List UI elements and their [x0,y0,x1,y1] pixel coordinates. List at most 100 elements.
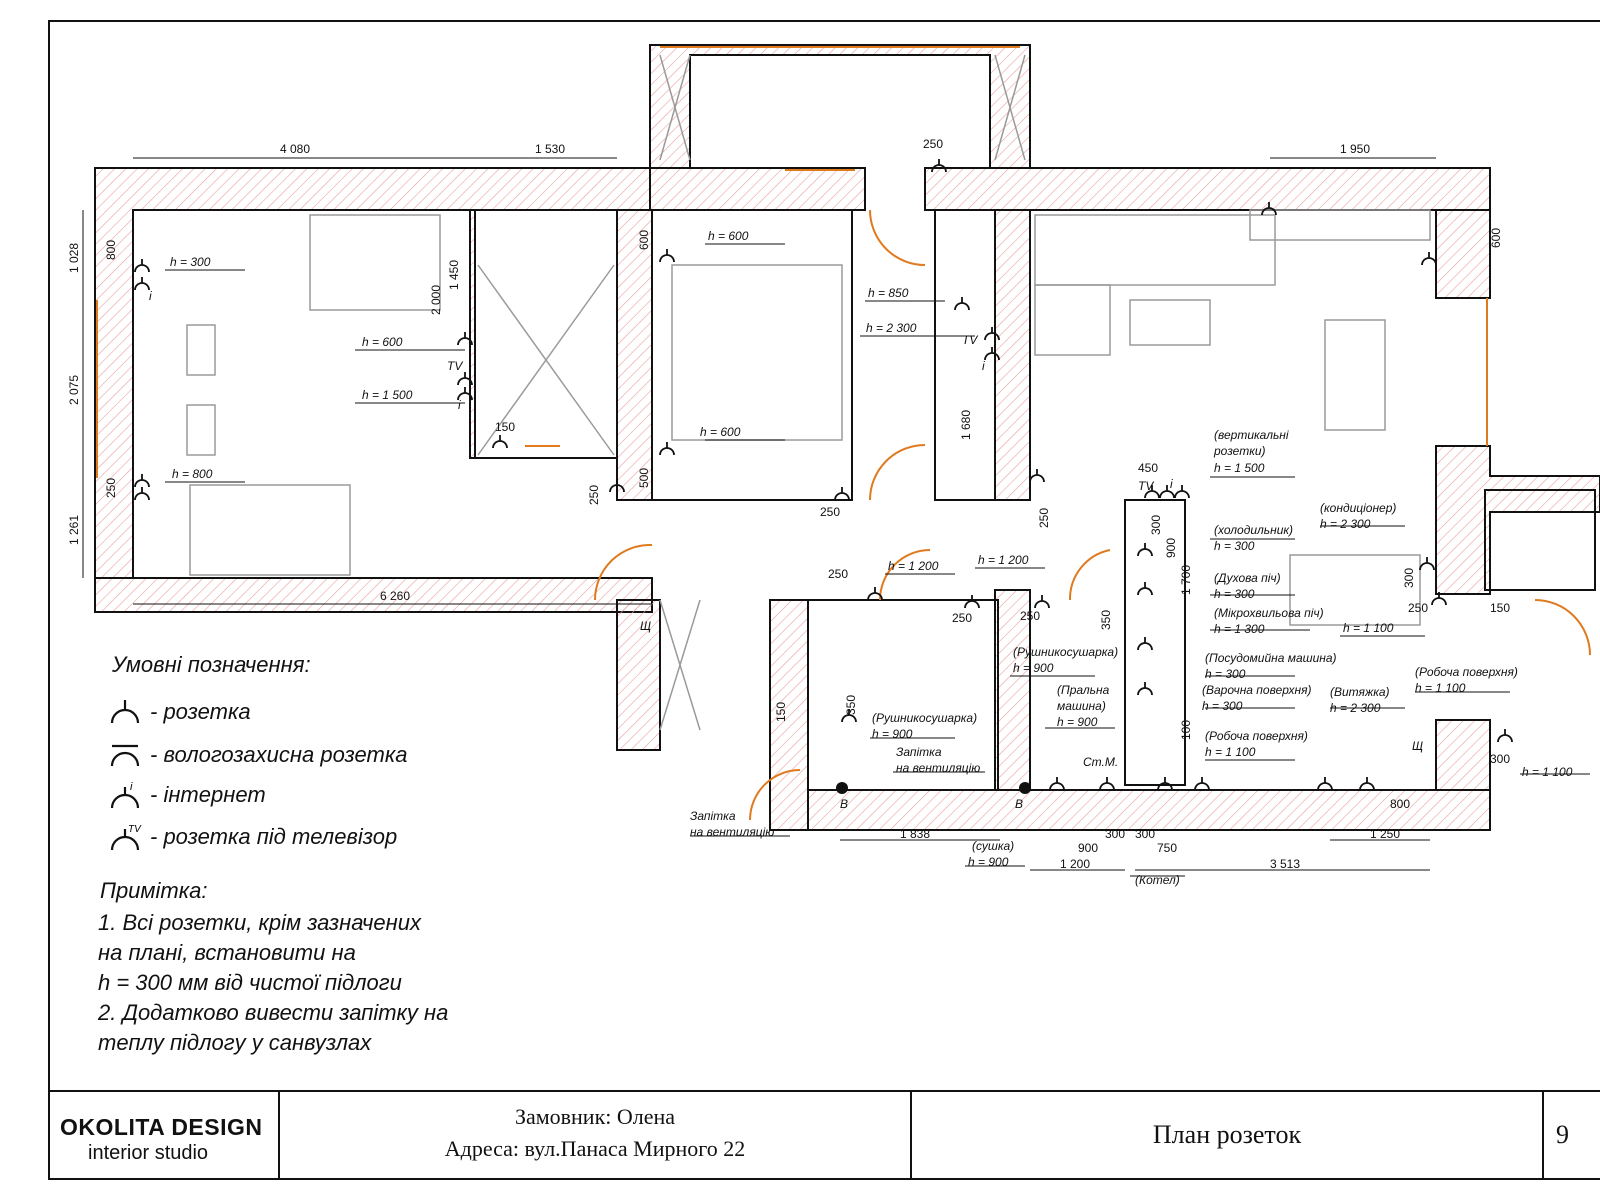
dim-600b: 600 [1489,228,1503,248]
wall-top-left [94,167,651,579]
dim-900: 900 [1078,841,1098,855]
label-b-2: B [1015,797,1023,811]
dim-450: 450 [1138,461,1158,475]
legend-item-label: - розетка під телевізор [150,824,398,849]
socket-icon [834,487,850,501]
socket-icon [1497,729,1513,743]
socket-icon [841,709,857,723]
label-micro-h: h = 1 300 [1214,622,1265,636]
socket-icon [1137,682,1153,696]
label-dish: (Посудомийна машина) [1205,651,1337,665]
sheet-frame [48,20,1600,1180]
client-name: Замовник: Олена [514,1104,676,1129]
internet-socket-icon: i [110,781,140,809]
bedroom-2 [651,209,853,501]
sockets [134,159,1513,791]
svg-text:TV: TV [128,824,142,835]
wall-right-top [1435,209,1491,299]
bathroom-1 [807,599,999,791]
label-vert-h: h = 1 500 [1214,461,1265,475]
socket-icon [954,297,970,311]
socket-icon [1194,777,1210,791]
dim-150c: 150 [1490,601,1510,615]
label-inet-3: i [982,359,985,373]
door-arc-6 [749,769,801,821]
wall-bath-bottom [807,789,1491,831]
socket-icon [1359,777,1375,791]
label-hob: (Варочна поверхня) [1202,683,1312,697]
dim-250d: 250 [1037,508,1051,528]
label-work2: (Робоча поверхня) [1415,665,1518,679]
label-h1200b: h = 1 200 [978,553,1029,567]
legend-item-waterproof: - вологозахисна розетка [108,738,407,772]
dim-left-800: 800 [104,240,118,260]
double-bed [671,264,843,441]
socket-icon [457,372,473,386]
wall-kitchen-bottom-right [1435,719,1491,791]
dim-300: 300 [1149,515,1163,535]
label-hob-h: h = 300 [1202,699,1243,713]
wall-corridor-left [616,599,661,751]
dim-top-mid: 1 530 [535,142,565,156]
dim-100: 100 [1179,720,1193,740]
dim-350a: 350 [1099,610,1113,630]
label-work1: (Робоча поверхня) [1205,729,1308,743]
annotations: h = 300 h = 600 h = 1 500 h = 800 h = 60… [149,229,1573,887]
label-h600a: h = 600 [362,335,403,349]
socket-icon [659,442,675,456]
label-dryer-h: h = 900 [968,855,1009,869]
dim-250e: 250 [828,567,848,581]
dim-750: 750 [1157,841,1177,855]
dim-150: 150 [495,420,515,434]
wall-bedroom-right [616,209,653,501]
door-arc-7 [1534,599,1591,656]
company-subtitle: interior studio [88,1142,209,1164]
dim-250g: 250 [1020,609,1040,623]
walls [94,44,1600,831]
socket-icon [134,259,150,273]
door-arc-4 [879,549,931,601]
label-sch-1: Щ [640,619,651,633]
dim-150b: 150 [774,702,788,722]
client-cell: Замовник: Олена Адреса: вул.Панаса Мирно… [280,1092,912,1180]
label-h600b: h = 600 [708,229,749,243]
socket-icon [867,587,883,601]
label-h1200a: h = 1 200 [888,559,939,573]
label-inet-4: i [1170,477,1173,491]
legend-item-tv: TV - розетка під телевізор [108,820,397,854]
openings [96,46,1591,821]
wall-right-mid [1435,445,1600,595]
label-towel2: (Рушникосушарка) [872,711,977,725]
label-h1500: h = 1 500 [362,388,413,402]
label-hood: (Витяжка) [1330,685,1390,699]
label-vert-title: (вертикальні [1214,428,1289,442]
label-work1-h: h = 1 100 [1205,745,1256,759]
dim-1200: 1 200 [1060,857,1090,871]
label-h1100: h = 1 100 [1343,621,1394,635]
dining-table [1324,319,1386,431]
socket-icon [659,249,675,263]
page-cell: 9 [1544,1092,1600,1180]
socket-icon [134,474,150,488]
socket-icon [931,159,947,173]
wall-vert-mid [994,209,1031,501]
vent-point-2 [1019,782,1031,794]
label-micro: (Мікрохвильова піч) [1214,606,1324,620]
label-work2-h: h = 1 100 [1415,681,1466,695]
tv-socket-icon [457,332,473,346]
dim-350b: 350 [844,695,858,715]
socket-icon [1159,485,1175,499]
bed-2 [189,484,351,576]
label-tv-1: TV [447,359,463,373]
socket-icon [1431,592,1447,606]
tv-socket-icon: TV [110,824,142,851]
socket-icon [1034,595,1050,609]
dim-250c: 250 [820,505,840,519]
socket-icon [1137,582,1153,596]
vent-point-1 [836,782,848,794]
legend-item-internet: i - інтернет [108,778,266,812]
socket-icon [134,277,150,291]
svg-text:i: i [130,781,133,793]
